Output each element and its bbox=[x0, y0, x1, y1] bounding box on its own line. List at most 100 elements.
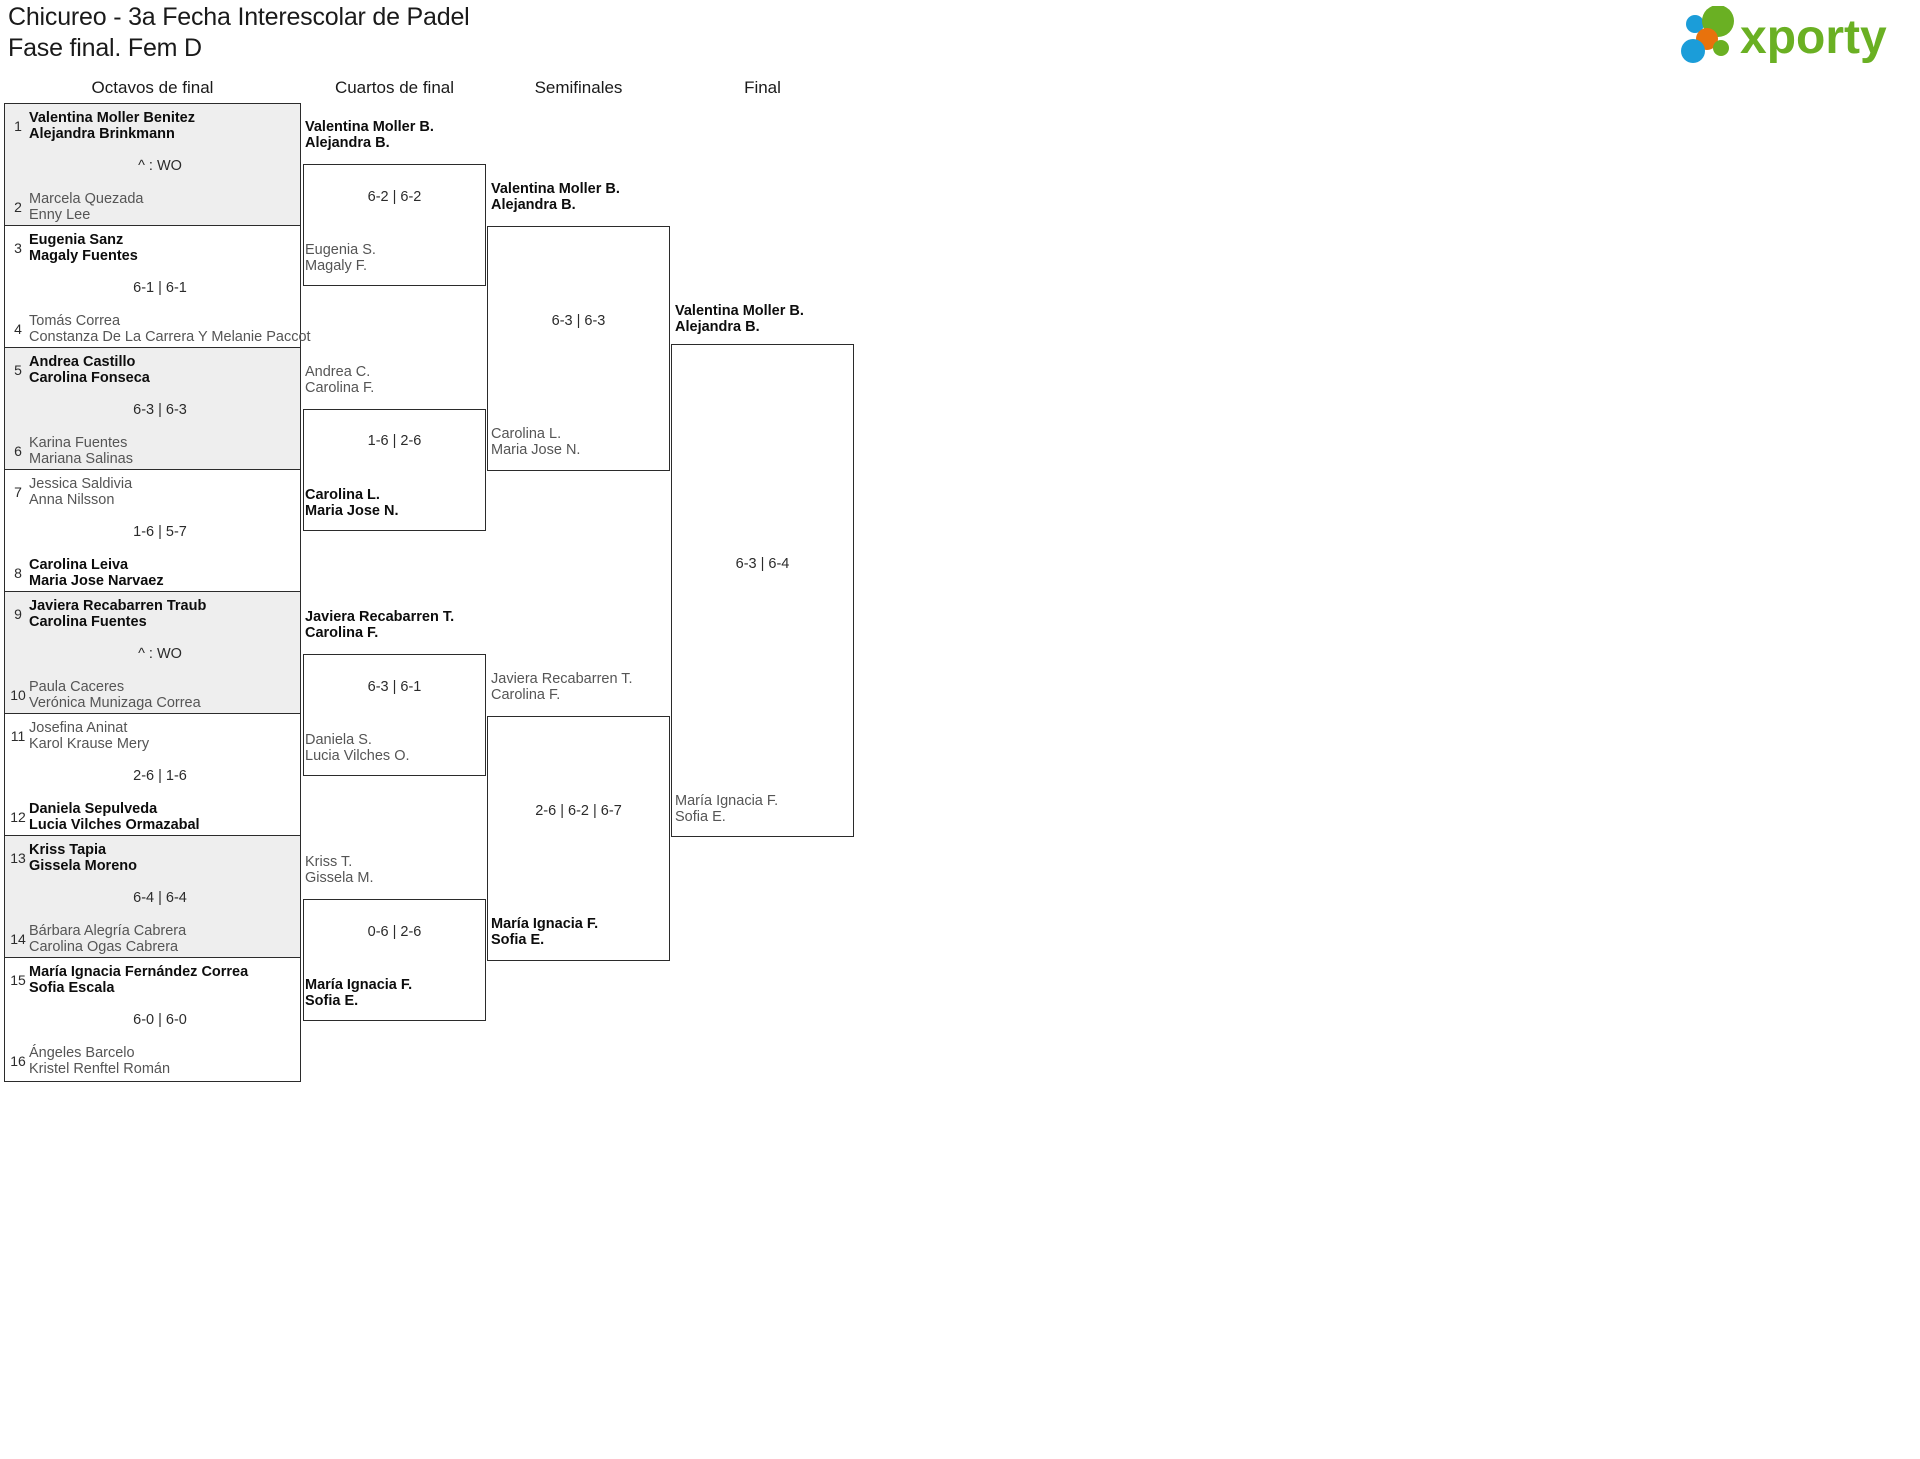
round2-team-top: Valentina Moller B. Alejandra B. bbox=[305, 119, 434, 151]
seed-number: 4 bbox=[14, 321, 22, 337]
seed-number: 6 bbox=[14, 443, 22, 459]
match-score: 6-3 | 6-3 bbox=[133, 402, 187, 418]
team-bottom: Ángeles Barcelo Kristel Renftel Román bbox=[29, 1045, 296, 1077]
player-1: Valentina Moller B. bbox=[305, 119, 434, 135]
page-title: Chicureo - 3a Fecha Interescolar de Pade… bbox=[8, 2, 470, 64]
player-2: Carolina F. bbox=[305, 380, 375, 396]
player-2: Carolina F. bbox=[305, 625, 379, 641]
player-2: Sofia Escala bbox=[29, 980, 115, 996]
player-1: Josefina Aninat bbox=[29, 720, 128, 736]
team-bottom: Tomás Correa Constanza De La Carrera Y M… bbox=[29, 313, 311, 345]
player-1: Marcela Quezada bbox=[29, 191, 144, 207]
round3-team-top: Javiera Recabarren T. Carolina F. bbox=[491, 671, 633, 703]
round2-match-box[interactable] bbox=[303, 899, 486, 1021]
player-1: María Ignacia F. bbox=[305, 977, 413, 993]
team-top: Jessica Saldivia Anna Nilsson bbox=[29, 476, 296, 508]
round2-team-bottom: María Ignacia F. Sofia E. bbox=[305, 977, 412, 1009]
player-1: María Ignacia F. bbox=[491, 916, 599, 932]
player-1: Javiera Recabarren T. bbox=[491, 671, 633, 687]
seed-number: 14 bbox=[10, 931, 26, 947]
title-line-1: Chicureo - 3a Fecha Interescolar de Pade… bbox=[8, 3, 470, 31]
round1-match[interactable]: 3 Eugenia Sanz Magaly Fuentes 6-1 | 6-1 … bbox=[5, 226, 311, 348]
round3-team-bottom: Carolina L. Maria Jose N. bbox=[491, 426, 580, 458]
player-1: Carolina L. bbox=[305, 487, 380, 503]
round4-match-score: 6-3 | 6-4 bbox=[735, 556, 790, 572]
seed-number: 3 bbox=[14, 240, 22, 256]
match-score: 6-4 | 6-4 bbox=[133, 890, 187, 906]
round3-match-box[interactable] bbox=[487, 716, 670, 961]
round3-team-top: Valentina Moller B. Alejandra B. bbox=[491, 181, 620, 213]
player-2: Carolina Fonseca bbox=[29, 370, 150, 386]
seed-number: 8 bbox=[14, 565, 22, 581]
round1-match[interactable]: 7 Jessica Saldivia Anna Nilsson 1-6 | 5-… bbox=[5, 470, 300, 592]
player-2: Carolina F. bbox=[491, 687, 561, 703]
player-1: Andrea Castillo bbox=[29, 354, 136, 370]
player-2: Gissela Moreno bbox=[29, 858, 137, 874]
match-score: ^ : WO bbox=[138, 646, 182, 662]
round1-match[interactable]: 9 Javiera Recabarren Traub Carolina Fuen… bbox=[5, 592, 300, 714]
player-2: Mariana Salinas bbox=[29, 451, 133, 467]
round2-team-bottom: Daniela S. Lucia Vilches O. bbox=[305, 732, 410, 764]
player-2: Karol Krause Mery bbox=[29, 736, 150, 752]
player-1: María Ignacia Fernández Correa bbox=[29, 964, 249, 980]
player-2: Maria Jose N. bbox=[305, 503, 399, 519]
player-2: Maria Jose Narvaez bbox=[29, 573, 164, 589]
player-2: Magaly Fuentes bbox=[29, 248, 138, 264]
player-2: Kristel Renftel Román bbox=[29, 1061, 171, 1077]
seed-number: 16 bbox=[10, 1053, 26, 1069]
match-score: 1-6 | 5-7 bbox=[133, 524, 187, 540]
team-top: Javiera Recabarren Traub Carolina Fuente… bbox=[29, 598, 296, 630]
round1-column: 1 Valentina Moller Benitez Alejandra Bri… bbox=[4, 103, 311, 1082]
round2-match-box[interactable] bbox=[303, 654, 486, 776]
svg-text:xporty: xporty bbox=[1740, 11, 1887, 64]
player-1: Valentina Moller B. bbox=[491, 181, 620, 197]
player-1: Valentina Moller Benitez bbox=[29, 110, 195, 126]
round4-match-box[interactable] bbox=[671, 344, 854, 837]
round-heading-cuartos: Cuartos de final bbox=[334, 78, 455, 97]
player-1: Javiera Recabarren T. bbox=[305, 609, 455, 625]
round3-match-box[interactable] bbox=[487, 226, 670, 471]
round3-team-bottom: María Ignacia F. Sofia E. bbox=[491, 916, 598, 948]
player-2: Carolina Ogas Cabrera bbox=[29, 939, 179, 955]
round1-match[interactable]: 13 Kriss Tapia Gissela Moreno 6-4 | 6-4 … bbox=[5, 836, 300, 958]
player-2: Constanza De La Carrera Y Melanie Paccot bbox=[29, 329, 311, 345]
title-line-2: Fase final. Fem D bbox=[8, 34, 202, 62]
player-2: Magaly F. bbox=[305, 258, 368, 274]
seed-number: 12 bbox=[10, 809, 26, 825]
player-2: Alejandra B. bbox=[675, 319, 760, 335]
player-1: Daniela S. bbox=[305, 732, 372, 748]
round2-match-box[interactable] bbox=[303, 409, 486, 531]
round1-match[interactable]: 1 Valentina Moller Benitez Alejandra Bri… bbox=[5, 104, 300, 226]
seed-number: 15 bbox=[10, 972, 26, 988]
round2-match-score: 1-6 | 2-6 bbox=[367, 433, 422, 449]
player-2: Anna Nilsson bbox=[29, 492, 115, 508]
team-bottom: Bárbara Alegría Cabrera Carolina Ogas Ca… bbox=[29, 923, 296, 955]
player-2: Alejandra B. bbox=[491, 197, 576, 213]
round2-team-top: Andrea C. Carolina F. bbox=[305, 364, 374, 396]
player-2: Sofia E. bbox=[305, 993, 359, 1009]
round2-match-box[interactable] bbox=[303, 164, 486, 286]
player-1: Paula Caceres bbox=[29, 679, 125, 695]
seed-number: 11 bbox=[10, 728, 26, 744]
team-top: Josefina Aninat Karol Krause Mery bbox=[29, 720, 296, 752]
player-2: Alejandra Brinkmann bbox=[29, 126, 175, 142]
round1-match[interactable]: 15 María Ignacia Fernández Correa Sofia … bbox=[5, 958, 300, 1080]
round2-team-bottom: Carolina L. Maria Jose N. bbox=[305, 487, 399, 519]
player-2: Lucia Vilches O. bbox=[305, 748, 410, 764]
round4-team-bottom: María Ignacia F. Sofia E. bbox=[675, 793, 778, 825]
team-top: Valentina Moller Benitez Alejandra Brink… bbox=[29, 110, 296, 142]
round2-team-top: Javiera Recabarren T. Carolina F. bbox=[305, 609, 454, 641]
seed-number: 2 bbox=[14, 199, 22, 215]
player-1: Jessica Saldivia bbox=[29, 476, 133, 492]
round1-match[interactable]: 11 Josefina Aninat Karol Krause Mery 2-6… bbox=[5, 714, 300, 836]
seed-number: 1 bbox=[14, 118, 22, 134]
match-score: 6-0 | 6-0 bbox=[133, 1012, 187, 1028]
player-1: Eugenia Sanz bbox=[29, 232, 124, 248]
xporty-logo: xporty bbox=[1681, 6, 1887, 64]
round2-match-score: 0-6 | 2-6 bbox=[367, 924, 422, 940]
round2-match-score: 6-3 | 6-1 bbox=[367, 679, 422, 695]
player-1: Carolina L. bbox=[491, 426, 562, 442]
round1-match[interactable]: 5 Andrea Castillo Carolina Fonseca 6-3 |… bbox=[5, 348, 300, 470]
player-2: Gissela M. bbox=[305, 870, 374, 886]
seed-number: 7 bbox=[14, 484, 22, 500]
